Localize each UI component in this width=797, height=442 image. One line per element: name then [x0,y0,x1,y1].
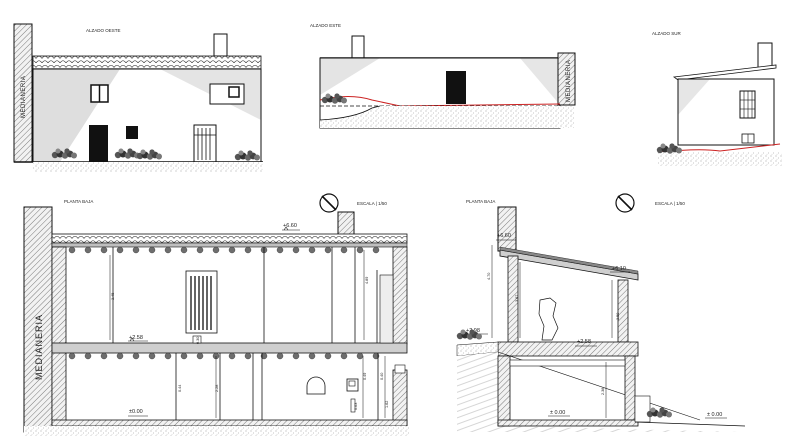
section-right-title: PLANTA BAJA [466,199,495,204]
dim-left-7: 0.40 [380,373,384,380]
beam-section [340,352,348,360]
beam-section [308,246,316,254]
beam-section [196,352,204,360]
beam-section [356,246,364,254]
level-left-bottom: ±0.00 [129,409,143,415]
beam-section [116,246,124,254]
beam-section [84,246,92,254]
level-right-floor: ± 0.00 [550,410,565,416]
dim-right-2: 3.67 [515,295,519,302]
level-right-mid: +2.58 [577,339,591,345]
beam-section [260,352,268,360]
section-right: PLANTA BAJA ESCALA | 1/50 +6.60 +6.10 +2… [456,193,746,432]
dim-left-1: 4.89 [365,277,369,284]
beam-section [148,246,156,254]
beam-section [340,246,348,254]
beam-section [244,352,252,360]
beam-section [68,246,76,254]
section-left: PLANTA BAJA ESCALA | 1/50 MEDIANERIA +6.… [23,193,409,436]
section-left-medianeria-label: MEDIANERIA [34,314,44,380]
beam-section [212,246,220,254]
dim-left-3: 2.28 [215,385,219,392]
alzado-oeste-medianeria-label: MEDIANERIA [21,76,27,118]
level-left-mid: +2.58 [129,335,143,341]
beam-section [228,352,236,360]
beam-section [292,352,300,360]
beam-section [308,352,316,360]
beam-section [180,352,188,360]
dim-left-6: 0.49 [363,373,367,380]
beam-section [100,352,108,360]
alzado-este-title: ALZADO ESTE [310,23,341,28]
level-right-exterior: ± 0.00 [707,412,722,418]
alzado-este-medianeria-label: MEDIANERIA [566,60,572,102]
level-left-top: +6.60 [283,223,297,229]
beam-section [276,246,284,254]
alzado-sur-title: ALZADO SUR [652,31,682,36]
level-left-mid-marker [128,337,148,342]
dim-left-5: 1.62 [385,401,389,408]
alzado-este: ALZADO ESTE MEDIANERIA [310,23,576,129]
dim-right-3: 3.50 [616,313,620,320]
dim-right-4: 2.38 [601,388,605,395]
beam-section [324,246,332,254]
beam-section [164,352,172,360]
dim-left-8: 0.63 [354,403,358,410]
section-right-scale: ESCALA | 1/50 [655,201,685,206]
beam-section [372,246,380,254]
dim-left-4: 0.30 [196,337,200,344]
north-symbol-icon [319,193,339,213]
beam-section [132,352,140,360]
north-symbol-icon [615,193,635,213]
beam-section [292,246,300,254]
beam-section [196,246,204,254]
dim-left-2: 3.45 [111,293,115,300]
alzado-sur: ALZADO SUR [652,31,782,166]
beam-section [372,352,380,360]
beam-section [276,352,284,360]
beam-section [132,246,140,254]
level-right-top: +6.60 [497,233,511,239]
beam-section [68,352,76,360]
beam-section [164,246,172,254]
beam-section [100,246,108,254]
alzado-oeste-title: ALZADO OESTE [86,28,121,33]
level-right-roof: +6.10 [612,266,626,272]
beam-section [324,352,332,360]
beam-section [116,352,124,360]
section-left-scale: ESCALA | 1/50 [357,201,387,206]
section-left-title: PLANTA BAJA [64,199,93,204]
dim-right-1: 4.70 [487,273,491,280]
beam-section [244,246,252,254]
dim-left-9: 0.44 [178,385,182,392]
beam-section [228,246,236,254]
beam-section [356,352,364,360]
beam-section [84,352,92,360]
beam-section [148,352,156,360]
beam-section [180,246,188,254]
alzado-oeste: ALZADO OESTE MEDIANERIA [13,23,263,172]
